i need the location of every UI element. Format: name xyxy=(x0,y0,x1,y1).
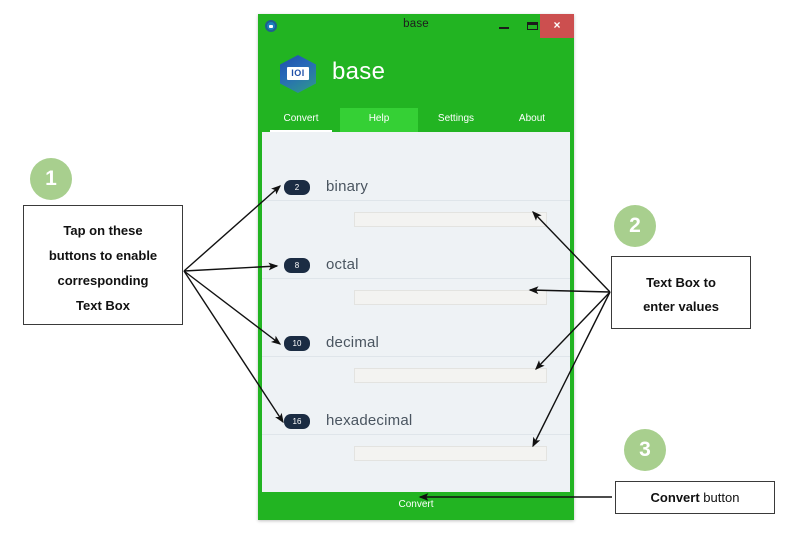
base-label-octal: octal xyxy=(326,256,359,273)
value-input-hexadecimal[interactable] xyxy=(354,446,547,461)
callout-badge-2: 2 xyxy=(614,205,656,247)
app-header: IOI base xyxy=(262,38,570,108)
base-toggle-binary[interactable]: 2 xyxy=(284,180,310,195)
annotation-note-3-rest: button xyxy=(699,490,740,505)
row-divider xyxy=(262,434,570,435)
minimize-icon[interactable] xyxy=(490,14,518,38)
annotation-note-3-bold: Convert xyxy=(650,490,700,505)
tab-help[interactable]: Help xyxy=(340,108,418,132)
annotation-note-2-line-1: Text Box to xyxy=(646,275,716,290)
row-divider xyxy=(262,356,570,357)
base-label-decimal: decimal xyxy=(326,334,380,351)
row-divider xyxy=(262,200,570,201)
callout-badge-3: 3 xyxy=(624,429,666,471)
annotation-note-1-line-2: buttons to enable xyxy=(48,248,158,263)
tab-about[interactable]: About xyxy=(518,113,546,124)
value-input-octal[interactable] xyxy=(354,290,547,305)
base-label-hexadecimal: hexadecimal xyxy=(326,412,413,429)
title-bar[interactable]: base × xyxy=(258,14,574,38)
annotation-note-1: Tap on these buttons to enable correspon… xyxy=(23,205,183,325)
base-toggle-decimal[interactable]: 10 xyxy=(284,336,310,351)
close-icon[interactable]: × xyxy=(540,14,574,38)
tab-convert[interactable]: Convert xyxy=(262,108,340,132)
annotation-note-1-line-3: corresponding xyxy=(57,273,149,288)
annotation-note-3: Convert button xyxy=(615,481,775,514)
tab-settings[interactable]: Settings xyxy=(437,113,475,124)
application-window: base × IOI base Convert Help Settings Ab… xyxy=(258,14,574,520)
maximize-icon[interactable] xyxy=(518,14,546,38)
annotation-note-2: Text Box to enter values xyxy=(611,256,751,329)
convert-button[interactable]: Convert xyxy=(262,492,570,518)
conversion-row-decimal: 10 decimal xyxy=(262,334,570,412)
row-divider xyxy=(262,278,570,279)
tab-bar: Convert Help Settings About xyxy=(262,108,570,132)
window-title: base xyxy=(403,18,429,30)
annotation-note-1-line-1: Tap on these xyxy=(63,223,143,238)
value-input-binary[interactable] xyxy=(354,212,547,227)
annotation-note-1-line-4: Text Box xyxy=(76,298,130,313)
convert-panel: 2 binary 8 octal 10 decimal 16 hexadecim… xyxy=(262,132,570,492)
callout-badge-1: 1 xyxy=(30,158,72,200)
conversion-row-binary: 2 binary xyxy=(262,178,570,256)
base-toggle-hexadecimal[interactable]: 16 xyxy=(284,414,310,429)
app-system-icon[interactable] xyxy=(265,20,277,32)
conversion-row-hexadecimal: 16 hexadecimal xyxy=(262,412,570,490)
base-toggle-octal[interactable]: 8 xyxy=(284,258,310,273)
hexagon-chip-logo-icon: IOI xyxy=(280,55,316,93)
conversion-row-octal: 8 octal xyxy=(262,256,570,334)
app-name-heading: base xyxy=(332,58,386,85)
base-label-binary: binary xyxy=(326,178,369,195)
close-glyph: × xyxy=(553,18,561,32)
value-input-decimal[interactable] xyxy=(354,368,547,383)
annotation-note-2-line-2: enter values xyxy=(643,299,719,314)
logo-chip-text: IOI xyxy=(291,68,305,78)
